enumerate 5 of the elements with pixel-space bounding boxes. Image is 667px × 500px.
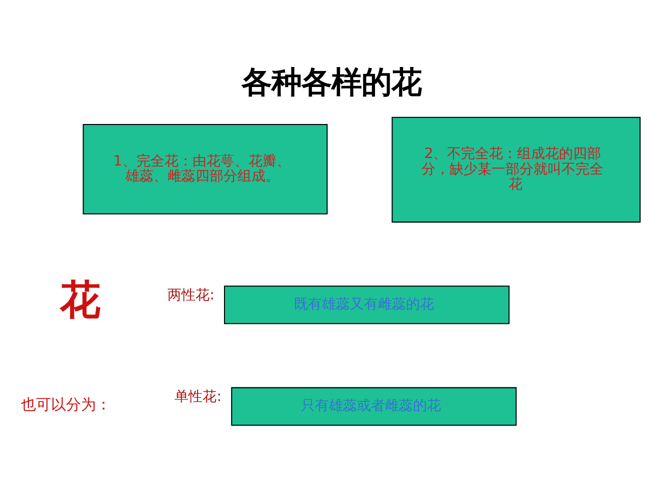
label: 也可以分为：	[20, 396, 111, 414]
node-label: 单性花:	[174, 389, 222, 406]
label: 花	[60, 276, 101, 324]
diagram-title: 各种各样的花	[242, 66, 422, 100]
node-label: 两性花:	[168, 287, 214, 304]
